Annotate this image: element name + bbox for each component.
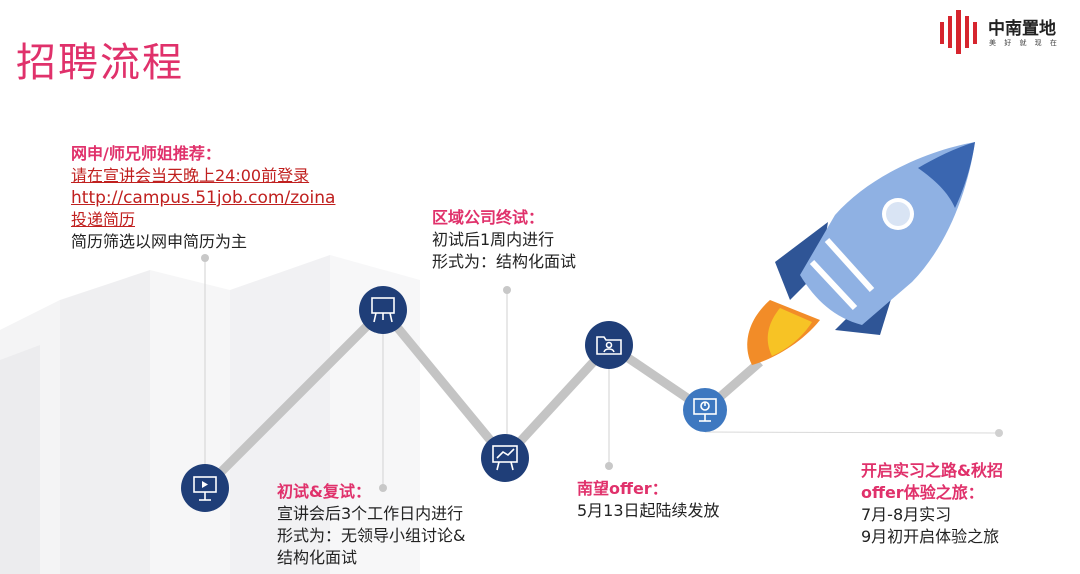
step-heading: 网申/师兄师姐推荐：: [71, 144, 221, 163]
step-line: 结构化面试: [277, 548, 358, 567]
company-logo-icon: [940, 10, 977, 54]
rocket-icon: [747, 142, 975, 365]
step-heading: 开启实习之路&秋招: [861, 461, 1003, 480]
connector-dots: [201, 254, 613, 492]
logo-name: 中南置地: [988, 19, 1056, 39]
step-link-url[interactable]: http://campus.51job.com/zoina: [71, 188, 336, 208]
logo-tagline: 美 好 就 现 在: [989, 39, 1060, 47]
step-link-line[interactable]: 投递简历: [71, 210, 136, 229]
step-heading: 区域公司终试：: [432, 208, 545, 227]
step-line: 初试后1周内进行: [432, 230, 555, 249]
step-text-offer: 南望offer： 5月13日起陆续发放: [577, 478, 720, 522]
step-heading: 南望offer：: [577, 479, 668, 498]
end-guide-line: [704, 431, 999, 434]
step-line: 形式为：无领导小组讨论&: [277, 526, 466, 545]
connectors: [204, 258, 610, 488]
step-text-online: 网申/师兄师姐推荐： 请在宣讲会当天晚上24:00前登录 http://camp…: [71, 143, 335, 253]
step-line: 形式为：结构化面试: [432, 252, 577, 271]
step-text-final: 区域公司终试： 初试后1周内进行 形式为：结构化面试: [432, 207, 576, 273]
page-title: 招聘流程: [16, 40, 184, 86]
step-heading: 初试&复试：: [277, 482, 371, 501]
step-line: 7月-8月实习: [861, 505, 952, 524]
step-text-journey: 开启实习之路&秋招 offer体验之旅： 7月-8月实习 9月初开启体验之旅: [861, 460, 1003, 548]
step-line: 9月初开启体验之旅: [861, 527, 1000, 546]
step-line: 宣讲会后3个工作日内进行: [277, 504, 464, 523]
step-line: 简历筛选以网申简历为主: [71, 232, 248, 251]
step-heading-cont: offer体验之旅：: [861, 483, 984, 502]
end-dot: [995, 429, 1003, 437]
step-line: 5月13日起陆续发放: [577, 501, 720, 520]
step-text-interview: 初试&复试： 宣讲会后3个工作日内进行 形式为：无领导小组讨论& 结构化面试: [277, 481, 465, 569]
step-link-line[interactable]: 请在宣讲会当天晚上24:00前登录: [71, 166, 310, 185]
